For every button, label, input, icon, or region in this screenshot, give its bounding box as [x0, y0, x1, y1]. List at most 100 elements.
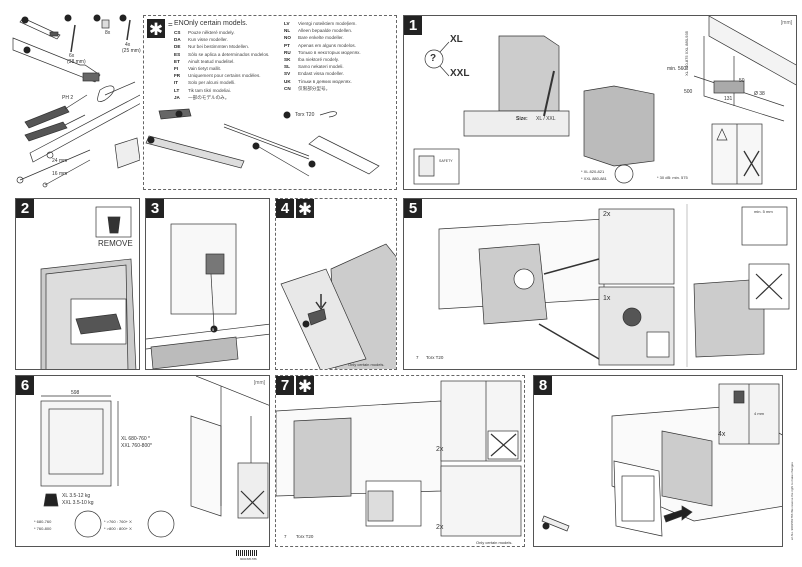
min-gap-label: min. 5 mm — [754, 209, 773, 214]
step-number: 5 — [404, 199, 422, 218]
torx-tool-label: Torx T20 — [426, 355, 444, 360]
step-2-panel: 2 REMOVE — [15, 198, 140, 370]
dim-diameter: Ø 38 — [754, 91, 765, 97]
step-4-panel: 4 ✱ Only certain models. — [275, 198, 397, 370]
cond-760: * 760-800 — [34, 526, 52, 531]
only-certain-models-note: Only certain models. — [476, 540, 513, 545]
question-icon: ? — [430, 53, 437, 64]
screw1-qty: 6x — [69, 53, 75, 59]
language-it: IT Solo per alcuni modelli. — [174, 79, 269, 86]
step-number: 2 — [16, 199, 34, 218]
size-value: XL / XXL — [536, 116, 556, 122]
language-code: SV — [284, 71, 291, 77]
language-code: RU — [284, 49, 291, 55]
language-code: JA — [174, 94, 180, 100]
size-xl: XL — [450, 34, 463, 45]
clip-qty: 8x — [105, 30, 111, 36]
language-code: PT — [284, 42, 290, 48]
gap-4mm: 4 mm — [754, 411, 764, 416]
language-code: NO — [284, 35, 291, 41]
parts-drawing — [12, 14, 140, 188]
asterisk-icon: ✱ — [147, 19, 165, 39]
step-1-drawing — [413, 16, 796, 185]
step-7-drawing — [276, 380, 522, 537]
count-2x: 2x — [603, 211, 611, 218]
language-text: 仅限部分型号。 — [298, 85, 331, 91]
language-text: Uniquement pour certains modèles. — [188, 73, 261, 79]
language-text: Kun visse modeller. — [188, 37, 228, 43]
side-note: en No. 9001581786 We reserve the right t… — [790, 462, 794, 540]
dim-depth: 500 — [684, 89, 693, 95]
step-8-panel: 8 4x 4 mm — [533, 375, 783, 547]
language-nl: NL Alleen bepaalde modellen. — [284, 27, 361, 34]
dim-131: 131 — [724, 96, 733, 102]
language-code: LV — [284, 21, 290, 26]
cond-gt800: * >800 : 800+ X — [104, 526, 132, 531]
language-text: Sólo se aplica a determinados modelos. — [188, 51, 270, 57]
step-6-panel: 6 [mm] 598 XL 680-760 * XXL 760-800* XL … — [15, 375, 270, 547]
count-1x: 1x — [603, 295, 611, 302]
size-xxl: XXL — [450, 68, 470, 79]
language-text: Apenas em alguns modelos. — [298, 42, 356, 48]
language-text: Solo per alcuni modelli. — [188, 80, 236, 86]
legend-en: ENOnly certain models. — [174, 20, 248, 27]
language-code: IT — [174, 80, 179, 86]
legend-equals: = — [168, 20, 173, 29]
only-certain-models-note: Only certain models. — [348, 362, 385, 367]
step-6-drawing — [40, 376, 269, 538]
step-number: 7 — [276, 376, 294, 395]
step-3-drawing — [146, 223, 269, 369]
language-lv: LV Vienīgi noteiktiem modeļiem. — [284, 20, 361, 27]
language-text: Vienīgi noteiktiem modeļiem. — [298, 21, 357, 26]
language-text: Vain tietyt mallit. — [188, 66, 222, 72]
step-2-drawing — [40, 206, 137, 369]
step-5-panel: 5 2x 1x min. 5 mm 7 Torx T20 — [403, 198, 797, 370]
weight-xxl: XXL 3.5-10 kg — [62, 500, 94, 506]
clips-drawing — [145, 108, 380, 177]
count-2x-top: 2x — [436, 446, 444, 453]
remove-label: REMOVE — [98, 239, 133, 248]
note-30db: * 30 dB: min. 575 — [657, 175, 688, 180]
dim-min-width: min. 560* — [667, 66, 689, 72]
callout-5: 5 — [212, 327, 215, 332]
language-text: Bare enkelte modeller. — [298, 35, 344, 41]
language-list-right: LV Vienīgi noteiktiem modeļiem. NL Alleen b… — [284, 20, 361, 92]
asterisk-icon: ✱ — [296, 199, 314, 219]
language-text: Тільки в деяких моделях. — [298, 78, 352, 84]
language-code: DA — [174, 37, 181, 43]
torx-tool-label: Torx T20 — [296, 534, 314, 539]
asterisk-icon: ✱ — [296, 376, 314, 396]
language-code: UK — [284, 78, 291, 84]
torx-tool-label: Torx T20 — [295, 112, 315, 118]
barcode — [236, 550, 258, 556]
language-text: Ainult teatud mudelitel. — [188, 58, 235, 64]
language-text: Nur bei bestimmten Modellen. — [188, 44, 250, 50]
language-code: CN — [284, 85, 291, 91]
parts-area: 6x (38 mm) 8x 4x (25 mm) PH 2 24 mm 16 m… — [5, 10, 141, 190]
step-5-drawing — [438, 204, 790, 367]
screwdriver-label: PH 2 — [62, 95, 74, 101]
language-text: Samo nekateri modeli. — [298, 64, 344, 70]
language-text: Alleen bepaalde modellen. — [298, 28, 353, 34]
step-4-drawing — [280, 243, 396, 369]
weight-xl: XL 3.5-12 kg — [62, 493, 91, 499]
language-code: NL — [284, 28, 291, 34]
callout-7: 7 — [284, 534, 287, 539]
size-label: Size: — [516, 116, 528, 122]
language-uk: UK Тільки в деяких моделях. — [284, 78, 361, 85]
step-number: 4 — [276, 199, 294, 218]
language-code: CS — [174, 30, 181, 35]
width-598: 598 — [71, 390, 80, 396]
height-xxl: XXL 760-800* — [121, 443, 152, 449]
